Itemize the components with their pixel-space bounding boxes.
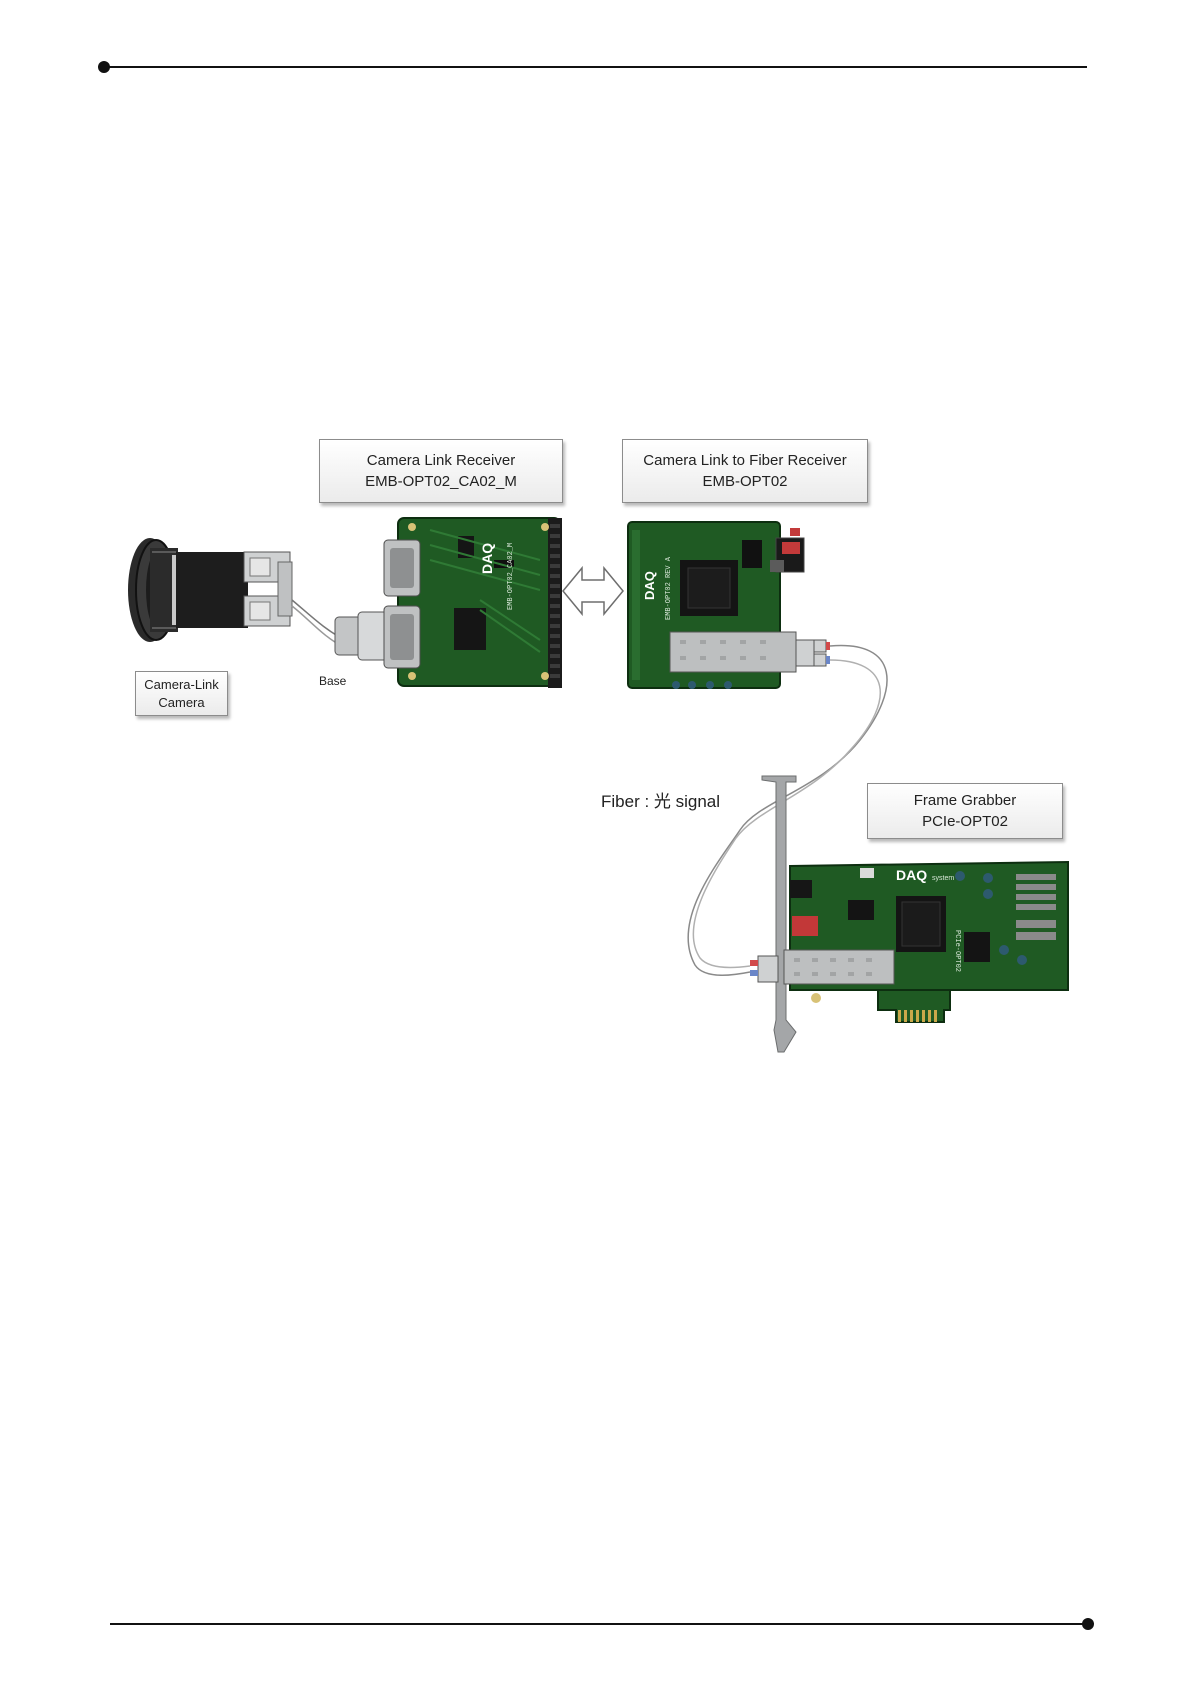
receiver-model: EMB-OPT02_CA02_M (365, 471, 517, 492)
base-label: Base (319, 674, 346, 688)
receiver-label-box: Camera Link Receiver EMB-OPT02_CA02_M (319, 439, 563, 503)
svg-text:DAQ: DAQ (896, 867, 927, 883)
frame-grabber-label-box: Frame Grabber PCIe-OPT02 (867, 783, 1063, 839)
svg-text:PCIe-OPT02: PCIe-OPT02 (953, 930, 961, 972)
fiber-receiver-model: EMB-OPT02 (702, 471, 787, 492)
receiver-title: Camera Link Receiver (367, 450, 515, 471)
camera-label-box: Camera-Link Camera (135, 671, 228, 716)
camera-label-line2: Camera (158, 694, 204, 712)
fiber-receiver-title: Camera Link to Fiber Receiver (643, 450, 846, 471)
frame-grabber-title: Frame Grabber (914, 790, 1017, 811)
receiver-board-icon: DAQ EMB-OPT02_CA02_M (384, 518, 562, 688)
fiber-signal-label: Fiber : 光 signal (601, 787, 720, 812)
fiber-receiver-board-icon: DAQ EMB-OPT02 REV A (628, 522, 830, 689)
frame-grabber-model: PCIe-OPT02 (922, 811, 1008, 832)
svg-text:EMB-OPT02_CA02_M: EMB-OPT02_CA02_M (507, 543, 515, 610)
fiber-receiver-label-box: Camera Link to Fiber Receiver EMB-OPT02 (622, 439, 868, 503)
double-arrow-icon (563, 568, 623, 614)
svg-text:EMB-OPT02 REV A: EMB-OPT02 REV A (665, 556, 673, 620)
svg-text:system: system (932, 875, 954, 882)
svg-text:DAQ: DAQ (642, 571, 657, 600)
svg-text:DAQ: DAQ (479, 543, 495, 574)
camera-label-line1: Camera-Link (144, 676, 218, 694)
camera-icon (128, 538, 292, 642)
